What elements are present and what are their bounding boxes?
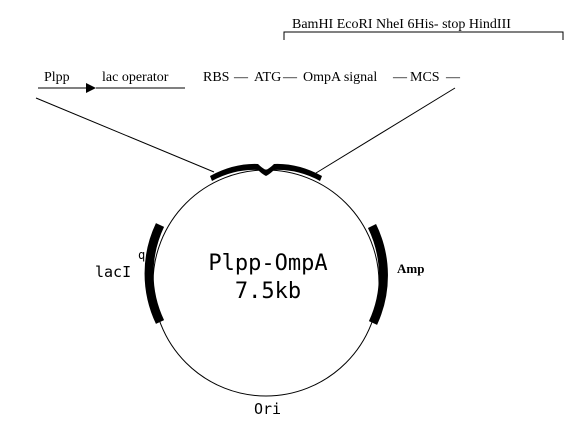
atg-label: ATG xyxy=(254,70,281,85)
amp-label: Amp xyxy=(397,261,424,276)
mcs-label: MCS xyxy=(410,70,440,85)
mcs-bracket xyxy=(283,31,564,40)
construct-dash-1: — xyxy=(233,70,249,85)
construct-dash-3: — xyxy=(392,70,408,85)
mcs-sites-label: BamHI EcoRI NheI 6His- stop HindIII xyxy=(292,17,511,32)
laci-segment xyxy=(144,223,165,324)
ori-label: Ori xyxy=(254,400,281,418)
laci-superscript: q xyxy=(138,248,145,262)
operator-label: lac operator xyxy=(102,70,169,85)
promoter-arrowhead-icon xyxy=(86,83,96,93)
laci-label: lacI xyxy=(95,263,131,281)
leader-line-left xyxy=(35,97,215,173)
plasmid-size: 7.5kb xyxy=(235,279,301,304)
promoter-label: Plpp xyxy=(44,70,70,85)
rbs-label: RBS xyxy=(203,70,229,85)
construct-dash-4: — xyxy=(445,70,461,85)
signal-label: OmpA signal xyxy=(303,70,377,85)
leader-line-right xyxy=(315,87,456,174)
construct-dash-2: — xyxy=(282,70,298,85)
insert-segment xyxy=(210,163,322,181)
plasmid-name: Plpp-OmpA xyxy=(208,251,327,276)
amp-segment xyxy=(367,224,388,325)
